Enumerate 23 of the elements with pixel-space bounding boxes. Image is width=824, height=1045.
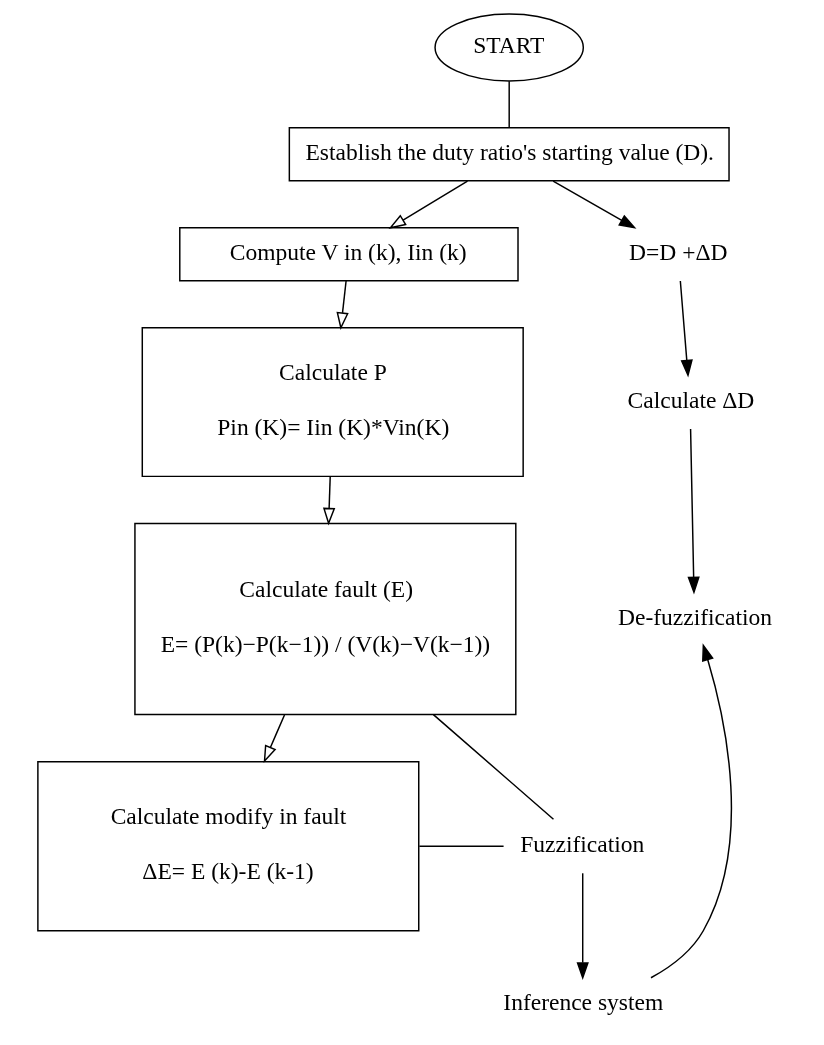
node-box: Calculate P Pin (K)= Iin (K)*Vin(K)	[141, 327, 524, 478]
node-box: Calculate modify in fault ΔE= E (k)-E (k-1)	[36, 760, 419, 932]
arrow	[263, 714, 285, 764]
node-ellipse: START	[433, 13, 584, 82]
node-text: Calculate ΔD	[627, 386, 754, 413]
arrow	[551, 180, 636, 229]
node-box: Calculate fault (E) E= (P(k)−P(k−1)) / (V(k)−V(k−1))	[133, 522, 517, 716]
connector	[507, 80, 510, 129]
connector	[418, 845, 504, 847]
node-box: Compute V in (k), Iin (k)	[178, 227, 519, 282]
arrow	[576, 872, 589, 980]
node-text: Inference system	[502, 988, 663, 1015]
connector	[432, 713, 554, 820]
arrow	[387, 180, 468, 229]
arrow	[649, 643, 732, 979]
arrow	[335, 280, 349, 330]
node-text: Fuzzification	[519, 830, 644, 857]
node-text: D=D +ΔD	[628, 238, 728, 265]
node-box: Establish the duty ratio's starting value (D).	[288, 127, 730, 182]
arrow	[686, 428, 700, 595]
node-text: De-fuzzification	[617, 603, 772, 630]
arrow	[322, 475, 335, 526]
arrow	[679, 280, 693, 378]
